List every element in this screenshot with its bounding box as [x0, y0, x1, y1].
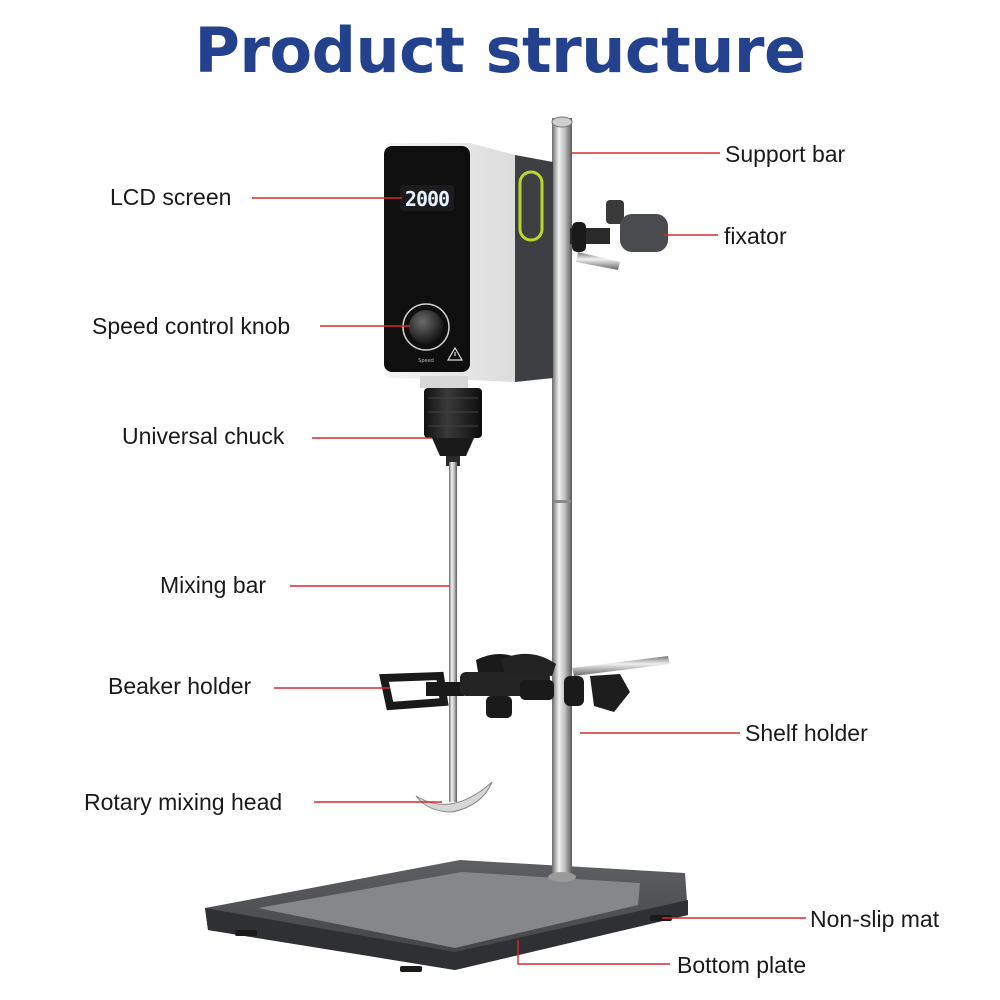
label-fixator: fixator [724, 223, 787, 249]
label-non-slip-mat: Non-slip mat [810, 906, 940, 932]
universal-chuck [424, 388, 482, 466]
label-lcd-screen: LCD screen [110, 184, 232, 210]
lcd-screen: 2000 [400, 185, 454, 211]
label-shelf-holder: Shelf holder [745, 720, 868, 746]
motor-housing: 2000 Speed [384, 143, 553, 388]
label-beaker-holder: Beaker holder [108, 673, 252, 699]
lcd-display-value: 2000 [405, 187, 449, 211]
label-mixing-bar: Mixing bar [160, 572, 267, 598]
label-universal-chuck: Universal chuck [122, 423, 285, 449]
label-support-bar: Support bar [725, 141, 846, 167]
beaker-holder [379, 653, 556, 718]
knob-caption: Speed [418, 358, 434, 364]
fixator [570, 200, 668, 270]
label-rotary-mixing-head: Rotary mixing head [84, 789, 283, 815]
label-speed-control-knob: Speed control knob [92, 313, 291, 339]
page-title: Product structure [194, 14, 806, 87]
rotary-mixing-head [415, 781, 493, 813]
warning-icon [446, 346, 464, 361]
speed-control-knob: Speed [402, 303, 450, 364]
indicator-light [518, 170, 544, 242]
non-slip-mat [650, 915, 672, 921]
mixing-bar [449, 462, 457, 802]
leader-lines [252, 152, 806, 965]
bottom-plate [205, 860, 688, 972]
shelf-holder [564, 656, 670, 712]
leader-bottom-plate [517, 940, 670, 965]
label-bottom-plate: Bottom plate [677, 952, 807, 978]
